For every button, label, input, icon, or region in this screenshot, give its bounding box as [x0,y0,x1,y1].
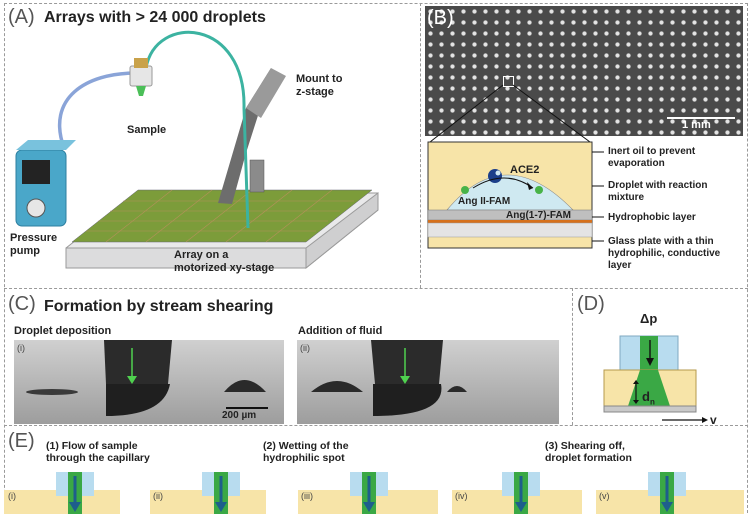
image2-title: Addition of fluid [298,325,383,337]
ang2-label: Ang II-FAM [458,196,511,207]
step-v [596,472,744,514]
panel-a-label: (A) [8,6,35,28]
step-v-roman: (v) [599,491,610,501]
glass-plate [427,222,593,238]
ang17-label: Ang(1-7)-FAM [506,210,571,221]
sample-drop-icon [136,86,146,96]
shearing-schematic [603,335,708,423]
step2-label: (2) Wetting of the hydrophilic spot [263,440,349,464]
flow-arrow-icon [515,502,527,512]
sample-tube [144,30,250,229]
panel-c-title: Formation by stream shearing [44,298,274,315]
panel-e-label: (E) [8,430,35,452]
panel-a-illustration [15,30,379,270]
mount-label: Mount to z-stage [296,73,343,98]
panel-d-label: (D) [577,293,605,315]
delta-p-label: Δp [640,311,658,326]
scale-label: 1 mm [682,119,711,131]
zoom-region [503,76,514,87]
droplet-dome [446,174,574,211]
divider-ab [420,3,421,288]
ace2-label: ACE2 [510,164,540,176]
droplet-neck [628,370,670,406]
droplet-schematic [427,84,593,249]
ace2-icon [488,169,502,183]
legend-droplet: Droplet with reaction mixture [608,180,708,203]
pump-label: Pressure pump [10,232,58,257]
step-i-roman: (i) [8,491,16,501]
array-label: Array on a motorized xy-stage [174,249,275,274]
legend-arrows [592,151,604,242]
droplet [311,381,363,392]
stream-sequence [4,472,744,514]
droplet-micrograph [425,6,743,136]
scale-label-c: 200 µm [222,410,257,421]
frame-right [747,3,748,513]
flow-arrow-icon [215,502,227,512]
step-i [4,472,120,514]
divider-ac [4,288,748,289]
image1-roman: (i) [17,343,25,353]
divider-ce [4,425,748,426]
legend-oil: Inert oil to prevent evaporation [608,146,696,169]
step-iii [298,472,438,514]
flow-arrow-icon [661,502,673,512]
capillary-holder [249,159,265,193]
velocity-label: v [710,413,717,427]
divider-cd [572,288,573,425]
image1-title: Droplet deposition [14,325,112,337]
legend-glass: Glass plate with a thin hydrophilic, con… [608,236,721,271]
micrograph-addition [297,340,559,424]
array-surface [71,189,373,243]
pump-knob-icon [26,198,46,218]
step-ii-roman: (ii) [153,491,163,501]
scale-bar [667,117,735,119]
step-ii [150,472,266,514]
flow-arrow-icon [363,502,375,512]
frame-top [4,3,748,4]
flow-arrow-icon [69,502,81,512]
dn-label: dn [642,389,655,407]
frame-left [4,3,5,513]
step1-label: (1) Flow of sample through the capillary [46,440,150,464]
pressure-tube [57,71,137,149]
capillary [371,340,443,384]
droplet [224,380,266,392]
step3-label: (3) Shearing off, droplet formation [545,440,632,464]
ang17-icon [535,186,543,194]
capillary [104,340,172,384]
array-grid [86,189,354,243]
sample-label: Sample [127,124,167,136]
conductive-layer [428,220,592,223]
legend-hydrophobic: Hydrophobic layer [608,212,696,223]
step-iii-roman: (iii) [301,491,313,501]
panel-b-label: (B) [427,7,454,29]
ang2-icon [461,186,469,194]
micrograph-deposition [14,340,284,424]
step-iv-roman: (iv) [455,491,468,501]
panel-c-label: (C) [8,293,36,315]
step-iv [452,472,582,514]
panel-a-title: Arrays with > 24 000 droplets [44,9,266,26]
sample-vial [129,65,153,87]
flow-arrow-icon [400,376,410,384]
flow-arrow-icon [127,376,137,384]
image2-roman: (ii) [300,343,310,353]
